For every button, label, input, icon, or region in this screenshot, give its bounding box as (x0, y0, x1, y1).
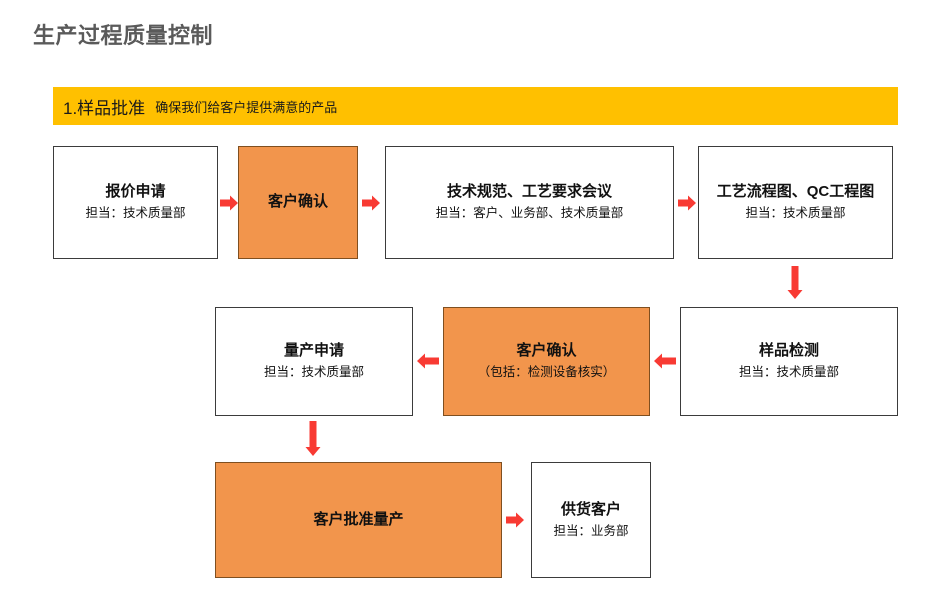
node-customer-confirm-1[interactable]: 客户确认 (238, 146, 358, 259)
node-title: 技术规范、工艺要求会议 (446, 183, 612, 200)
node-tech-spec-meeting[interactable]: 技术规范、工艺要求会议 担当：客户、业务部、技术质量部 (385, 146, 674, 259)
section-banner-subtitle: 确保我们给客户提供满意的产品 (155, 99, 338, 115)
arrow-approve-to-supply (506, 511, 524, 529)
arrow-confirm1-to-techspec (362, 194, 380, 212)
node-title: 客户批准量产 (313, 510, 404, 528)
node-subtitle: （包括：检测设备核实） (477, 365, 616, 380)
node-subtitle: 担当：技术质量部 (745, 206, 846, 221)
section-banner-number: 1.样品批准 (63, 98, 146, 118)
node-title: 客户确认 (267, 193, 328, 211)
node-subtitle: 担当：技术质量部 (738, 365, 839, 380)
arrow-confirm2-to-massproduction (417, 352, 439, 370)
node-sample-inspection[interactable]: 样品检测 担当：技术质量部 (680, 307, 898, 416)
node-subtitle: 担当：技术质量部 (85, 206, 186, 221)
node-customer-confirm-2[interactable]: 客户确认 （包括：检测设备核实） (443, 307, 650, 416)
arrow-techspec-to-processflow (678, 194, 696, 212)
node-subtitle: 担当：技术质量部 (263, 365, 364, 380)
section-banner: 1.样品批准 确保我们给客户提供满意的产品 (53, 87, 898, 125)
arrow-processflow-to-sampleinspection (786, 266, 804, 300)
node-title: 量产申请 (283, 342, 344, 359)
node-title: 供货客户 (560, 500, 621, 518)
node-title: 报价申请 (105, 183, 166, 200)
arrow-massproduction-to-approve (304, 421, 322, 457)
node-title: 工艺流程图、QC工程图 (716, 183, 875, 200)
node-title: 客户确认 (516, 342, 577, 359)
node-quotation-request[interactable]: 报价申请 担当：技术质量部 (53, 146, 218, 259)
arrow-sampleinspection-to-confirm2 (654, 352, 676, 370)
node-customer-approve-mass-production[interactable]: 客户批准量产 (215, 462, 502, 578)
node-subtitle: 担当：业务部 (553, 523, 629, 538)
node-mass-production-request[interactable]: 量产申请 担当：技术质量部 (215, 307, 413, 416)
node-supply-customer[interactable]: 供货客户 担当：业务部 (531, 462, 651, 578)
node-title: 样品检测 (758, 342, 819, 359)
node-subtitle: 担当：客户、业务部、技术质量部 (435, 206, 624, 221)
arrow-quotation-to-confirm1 (220, 194, 238, 212)
page-title: 生产过程质量控制 (33, 23, 214, 48)
node-process-flow-qc-chart[interactable]: 工艺流程图、QC工程图 担当：技术质量部 (698, 146, 893, 259)
